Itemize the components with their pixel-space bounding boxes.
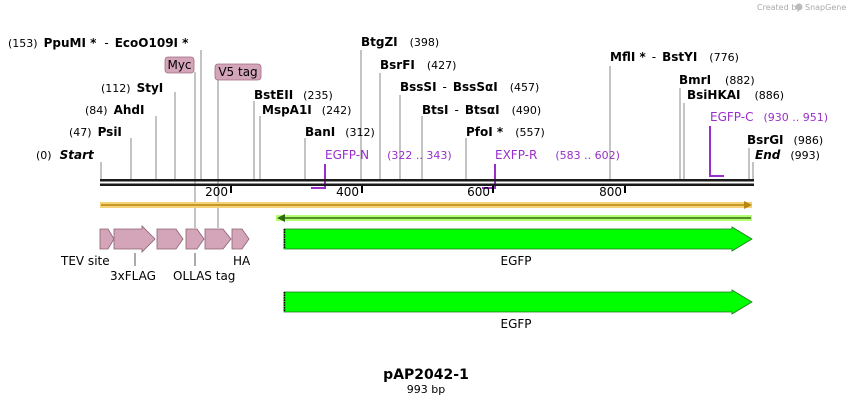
site-mfli[interactable]: MflI *-BstYI(776): [610, 50, 739, 64]
site-styi[interactable]: (112)StyI: [101, 81, 163, 95]
restriction-site-labels: (153)PpuMI *-EcoO109I * (112)StyI (84)Ah…: [8, 35, 823, 162]
site-btgzi[interactable]: BtgZI(398): [361, 35, 439, 49]
ruler-label-800: 800: [599, 185, 622, 199]
dna-backbone: [100, 179, 754, 186]
tag-myc-label: Myc: [167, 58, 191, 72]
primer-egfp-n-label: EGFP-N(322 .. 343): [325, 148, 452, 162]
plasmid-name: pAP2042-1: [383, 367, 469, 383]
primer-egfp-c[interactable]: EGFP-C(930 .. 951): [709, 110, 828, 177]
feature-label-leaders: [134, 253, 196, 266]
orf-forward-arrowhead: [744, 201, 752, 209]
feature-v5-arrow[interactable]: [204, 228, 232, 250]
tag-myc-box: [164, 56, 195, 74]
site-end[interactable]: End(993): [755, 148, 820, 162]
primer-egfp-c-mark: [709, 126, 724, 177]
site-bani[interactable]: BanI(312): [305, 125, 375, 139]
feature-egfp-1-arrow: [283, 226, 753, 252]
site-psii[interactable]: (47)PsiI: [69, 125, 122, 139]
ruler-label-200: 200: [205, 185, 228, 199]
feature-egfp-2-arrow: [283, 289, 753, 315]
snapgene-credit[interactable]: Created by SnapGene: [757, 3, 846, 12]
site-ahdi[interactable]: (84)AhdI: [85, 103, 144, 117]
feature-tev-label: TEV site: [60, 254, 110, 268]
feature-ha-label: HA: [233, 254, 251, 268]
site-bsrgi[interactable]: BsrGI(986): [747, 133, 823, 147]
site-bsteii[interactable]: BstEII(235): [254, 88, 333, 102]
plasmid-length: 993 bp: [407, 383, 445, 396]
feature-egfp-2[interactable]: EGFP: [283, 289, 753, 331]
orf-reverse[interactable]: [276, 214, 752, 222]
tag-v5[interactable]: V5 tag: [214, 63, 262, 81]
ruler: 200 400 600 800: [205, 185, 626, 199]
feature-ollas-label: OLLAS tag: [173, 269, 235, 283]
site-ppumi[interactable]: (153)PpuMI *-EcoO109I *: [8, 36, 189, 50]
site-bsihkai[interactable]: BsiHKAI(886): [687, 88, 784, 102]
orf-reverse-arrowhead: [277, 214, 285, 222]
feature-ha-arrow[interactable]: [231, 228, 250, 250]
feature-tev-arrow[interactable]: [99, 228, 115, 250]
feature-ollas-arrow[interactable]: [185, 228, 205, 250]
site-pfoi[interactable]: PfoI *(557): [466, 125, 545, 139]
tag-features: [99, 225, 250, 253]
primer-egfp-c-label: EGFP-C(930 .. 951): [710, 110, 828, 124]
tag-v5-box: [214, 63, 262, 81]
feature-3xflag-arrow[interactable]: [113, 225, 156, 253]
feature-myc-arrow[interactable]: [156, 228, 184, 250]
backbone-bottom-strand: [100, 183, 754, 186]
credit-label: Created by: [757, 3, 801, 12]
primer-exfp-r[interactable]: EXFP-R(583 .. 602): [482, 148, 620, 189]
site-start[interactable]: (0)Start: [36, 148, 95, 162]
primer-exfp-r-mark: [482, 164, 496, 189]
tag-myc[interactable]: Myc: [164, 56, 195, 74]
ruler-label-400: 400: [336, 185, 359, 199]
primer-exfp-r-label: EXFP-R(583 .. 602): [495, 148, 620, 162]
backbone-top-strand: [100, 179, 754, 182]
feature-egfp-1[interactable]: EGFP: [283, 226, 753, 268]
site-bsrfi[interactable]: BsrFI(427): [380, 58, 456, 72]
orf-forward[interactable]: [100, 201, 752, 209]
credit-brand: SnapGene: [805, 3, 846, 12]
feature-3xflag-label: 3xFLAG: [110, 269, 156, 283]
site-mspa1i[interactable]: MspA1I(242): [262, 103, 351, 117]
site-bmri[interactable]: BmrI(882): [679, 73, 755, 87]
primer-egfp-n-mark: [311, 164, 326, 189]
site-leader-lines: [100, 50, 754, 228]
feature-egfp-2-label: EGFP: [500, 317, 531, 331]
ruler-label-600: 600: [467, 185, 490, 199]
feature-labels: TEV site 3xFLAG OLLAS tag HA: [60, 254, 251, 283]
site-bsssi[interactable]: BssSI-BssSαI(457): [400, 80, 539, 94]
snapgene-logo-icon: [795, 3, 803, 11]
primer-egfp-n[interactable]: EGFP-N(322 .. 343): [311, 148, 452, 189]
feature-egfp-1-label: EGFP: [500, 254, 531, 268]
tag-v5-label: V5 tag: [218, 65, 257, 79]
site-btsi[interactable]: BtsI-BtsαI(490): [422, 103, 541, 117]
